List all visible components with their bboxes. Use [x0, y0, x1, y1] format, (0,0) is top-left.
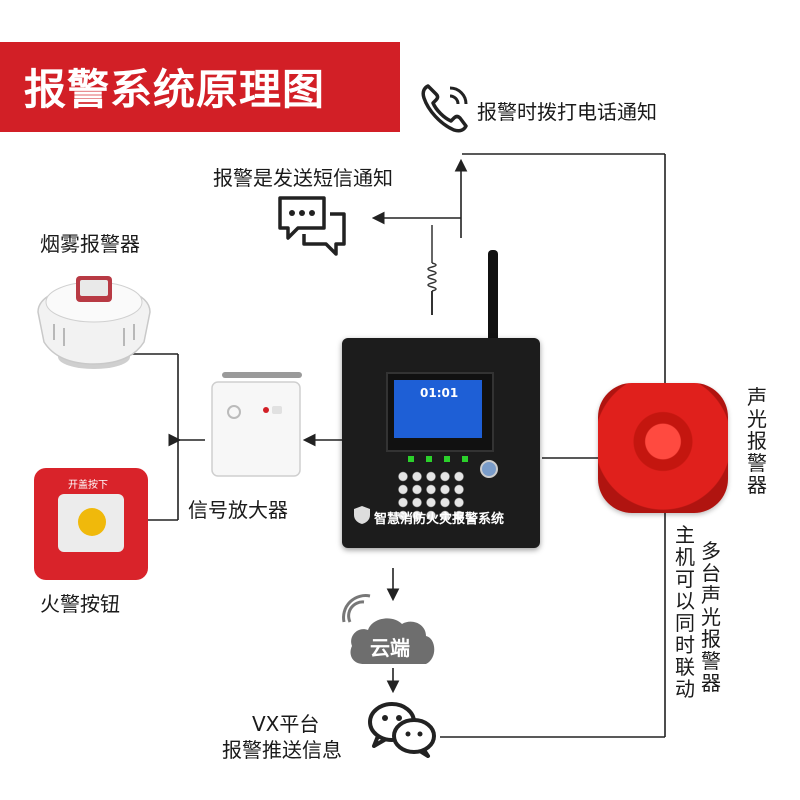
cloud-label: 云端 — [370, 636, 410, 660]
host-led-row — [408, 456, 478, 462]
phone-notice-label: 报警时拨打电话通知 — [477, 100, 657, 124]
fire-button-top-text: 开盖按下 — [68, 480, 108, 491]
host-key-lock — [480, 460, 498, 478]
vx-platform-label: VX平台 — [252, 712, 320, 736]
vx-push-label: 报警推送信息 — [222, 738, 342, 762]
smoke-detector — [34, 262, 154, 377]
linkage-text-left: 主机可以同时联动 — [675, 523, 695, 701]
strobe-siren — [598, 383, 728, 513]
wechat-icon — [366, 700, 438, 758]
fire-button-knob — [78, 508, 106, 536]
linkage-text-right: 多台声光报警器 — [701, 539, 721, 695]
sms-notice-label: 报警是发送短信通知 — [213, 166, 393, 190]
page-title: 报警系统原理图 — [24, 65, 326, 114]
signal-waves-icon — [340, 592, 374, 626]
fire-alarm-button: 开盖按下 — [34, 468, 148, 580]
host-keypad — [396, 470, 466, 522]
fire-button-label: 火警按钮 — [40, 592, 120, 616]
title-banner — [0, 42, 400, 132]
host-name: 智慧消防火灾报警系统 — [374, 512, 505, 527]
signal-amplifier-label: 信号放大器 — [188, 498, 288, 522]
host-screen — [394, 380, 482, 438]
host-shield-icon — [354, 506, 370, 524]
smoke-detector-label: 烟雾报警器 — [40, 232, 140, 256]
host-screen-time: 01:01 — [420, 386, 459, 400]
antenna-rod — [488, 250, 498, 345]
host-unit: 01:01 智慧消防火灾报警系统 — [342, 338, 540, 548]
antenna — [420, 225, 444, 315]
chat-bubbles-icon — [274, 192, 350, 260]
phone-icon — [418, 80, 474, 136]
signal-amplifier — [210, 368, 302, 480]
cloud-icon — [346, 614, 438, 666]
strobe-siren-label: 声光报警器 — [747, 385, 767, 497]
